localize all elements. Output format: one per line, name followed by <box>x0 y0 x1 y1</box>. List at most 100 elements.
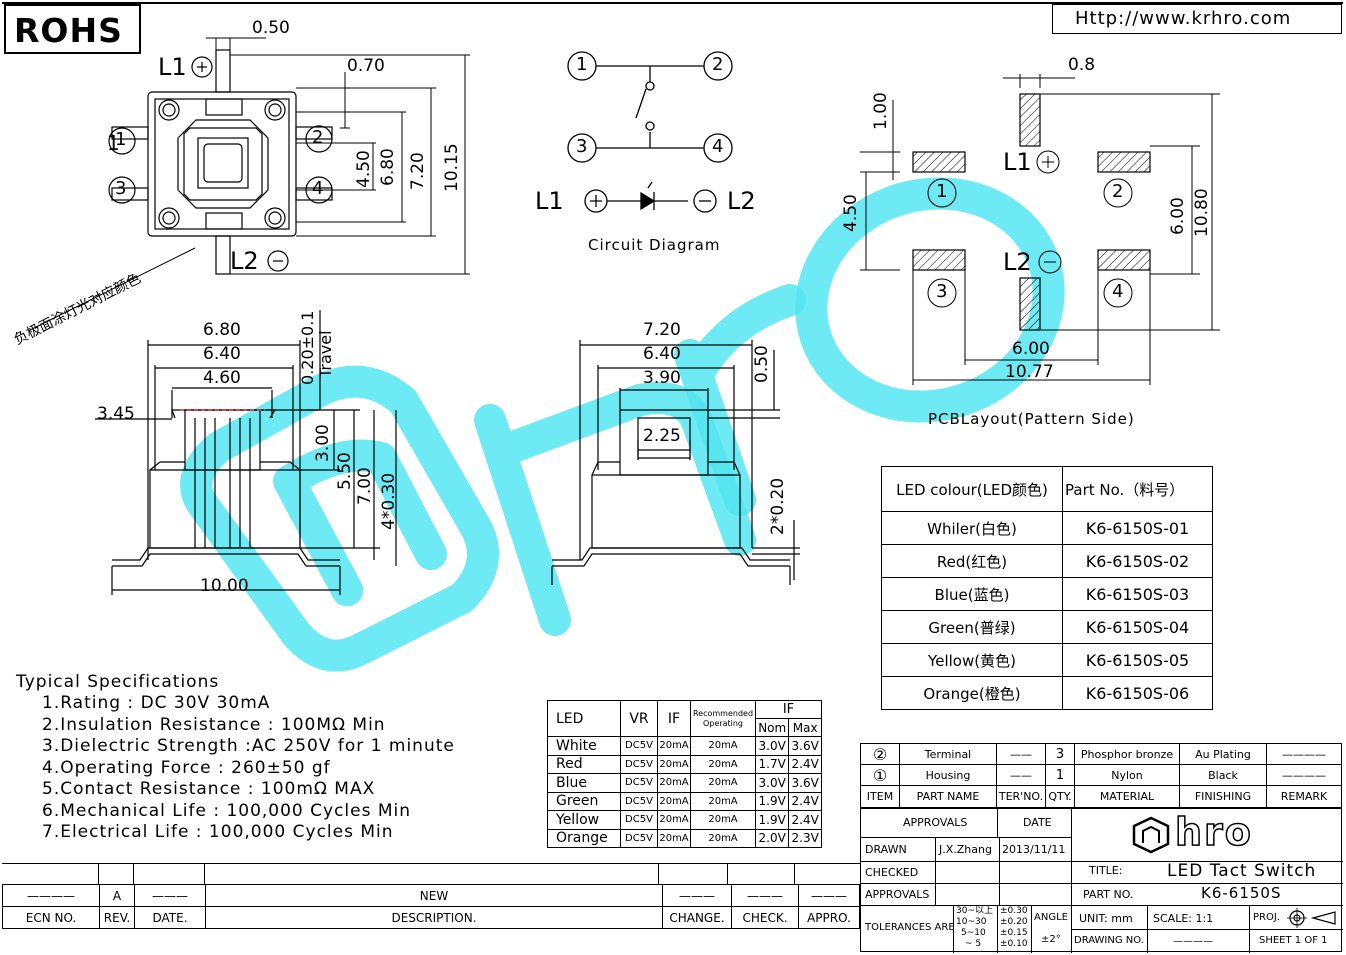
led-h-led: LED <box>547 700 621 737</box>
bom-part-name: Terminal <box>899 743 997 765</box>
typical-specifications: Typical Specifications 1.Rating : DC 30V… <box>16 672 455 844</box>
top-pin1: 1 <box>115 129 127 150</box>
drawn-by: J.X.Zhang <box>939 843 992 856</box>
top-l1-label: L1 <box>158 53 187 81</box>
spec-item: 5.Contact Resistance : 100mΩ MAX <box>42 779 376 799</box>
led-row-colour: Orange <box>547 828 621 848</box>
led-row-if: 20mA <box>657 810 691 830</box>
bom-qty: 1 <box>1045 764 1075 786</box>
scale-label: SCALE: 1:1 <box>1153 912 1214 925</box>
rev-h-change: CHANGE. <box>662 906 732 929</box>
led-row-nom: 2.0V <box>754 828 790 848</box>
tol-range: 30~以上 <box>956 906 993 916</box>
top-pin3: 3 <box>115 178 127 199</box>
tolerances-label: TOLERANCES ARE <box>865 922 955 933</box>
circuit-l2: L2 <box>727 187 756 215</box>
rev-h-check: CHECK. <box>731 906 799 929</box>
side-dim-680: 6.80 <box>203 320 241 340</box>
led-row-colour: Blue <box>547 773 621 793</box>
rev-h-ecn: ECN NO. <box>2 906 100 929</box>
pcb-dim-450: 4.50 <box>841 194 861 232</box>
part-row-number: K6-6150S-01 <box>1062 511 1213 545</box>
bom-table: ② Terminal —— 3 Phosphor bronze Au Plati… <box>860 743 1342 808</box>
led-row-max: 3.6V <box>788 773 822 793</box>
spec-item: 2.Insulation Resistance : 100MΩ Min <box>42 714 386 735</box>
led-row-nom: 3.0V <box>754 736 790 756</box>
website-box: Http://www.krhro.com <box>1052 4 1342 34</box>
rev-date: ——— <box>134 884 206 907</box>
led-row-vr: DC5V <box>620 754 658 774</box>
checked-row: CHECKED <box>861 861 1071 884</box>
pcb-pin1: 1 <box>936 181 948 202</box>
pcb-dim-1080: 10.80 <box>1192 188 1212 237</box>
top-dim-050: 0.50 <box>252 18 290 38</box>
projection-symbol-icon <box>1287 908 1336 928</box>
led-row-max: 2.4V <box>788 754 822 774</box>
spec-item: 3.Dielectric Strength :AC 250V for 1 min… <box>42 736 455 756</box>
rev-check: ——— <box>731 884 799 907</box>
led-row-colour: White <box>547 736 621 756</box>
date-label: DATE <box>1023 816 1052 829</box>
part-row-colour: Red(红色) <box>881 544 1063 578</box>
rohs-label: ROHS <box>14 11 123 50</box>
led-row-nom: 1.9V <box>754 791 790 811</box>
tol-range: ~ 5 <box>965 939 982 949</box>
part-table-header-part: Part No.（料号） <box>1062 466 1213 512</box>
led-row-rec: 20mA <box>690 736 756 756</box>
led-row-max: 2.3V <box>788 828 822 848</box>
front-dim-225: 2.25 <box>643 426 681 446</box>
website-url[interactable]: Http://www.krhro.com <box>1075 8 1292 29</box>
led-row-vr: DC5V <box>620 810 658 830</box>
led-row-vr: DC5V <box>620 736 658 756</box>
tol-value: ±0.30 <box>1000 906 1028 916</box>
tol-range: 10~30 <box>956 917 987 927</box>
part-row-colour: Whiler(白色) <box>881 511 1063 545</box>
rev-ecn: ———— <box>2 884 100 907</box>
led-h-rec1: Recommended <box>692 708 754 718</box>
part-row-colour: Green(普绿) <box>881 610 1063 644</box>
watermark-logo <box>180 177 1065 672</box>
revision-col-lines <box>0 863 860 884</box>
spec-item: 1.Rating : DC 30V 30mA <box>42 693 271 713</box>
led-row-nom: 1.7V <box>754 754 790 774</box>
led-row-if: 20mA <box>657 754 691 774</box>
company-logo: hro <box>1131 812 1291 855</box>
top-pin4: 4 <box>312 178 324 199</box>
part-no-value: K6-6150S <box>1201 884 1282 902</box>
pcb-l1: L1 <box>1003 148 1032 176</box>
bom-item: ① <box>860 764 900 786</box>
led-row-colour: Red <box>547 754 621 774</box>
top-l2-label: L2 <box>230 247 259 275</box>
tol-range: 5~10 <box>961 928 986 938</box>
led-h-recommended: Recommended Operating <box>690 700 756 737</box>
part-row-number: K6-6150S-03 <box>1062 577 1213 611</box>
pcb-l2: L2 <box>1003 248 1032 276</box>
pcb-dim-600v: 6.00 <box>1168 197 1188 235</box>
spec-item: 6.Mechanical Life : 100,000 Cycles Min <box>42 800 412 821</box>
bom-material: Nylon <box>1074 764 1180 786</box>
side-dim-460: 4.60 <box>203 368 241 388</box>
bom-finishing: Au Plating <box>1179 743 1267 765</box>
spec-item: 7.Electrical Life : 100,000 Cycles Min <box>42 822 394 842</box>
part-row-colour: Orange(橙色) <box>881 676 1063 710</box>
led-row-if: 20mA <box>657 736 691 756</box>
tol-value: ±0.20 <box>1000 917 1028 927</box>
circuit-pin1: 1 <box>576 54 588 75</box>
drawing-title: LED Tact Switch <box>1167 861 1317 881</box>
pcb-dim-600h: 6.00 <box>1012 339 1050 359</box>
led-row-max: 3.6V <box>788 736 822 756</box>
led-h-if: IF <box>657 700 691 737</box>
side-dim-640: 6.40 <box>203 344 241 364</box>
led-row-vr: DC5V <box>620 791 658 811</box>
proj-label: PROJ. <box>1253 912 1280 923</box>
led-row-colour: Green <box>547 791 621 811</box>
led-row-vr: DC5V <box>620 828 658 848</box>
led-row-rec: 20mA <box>690 828 756 848</box>
front-dim-050: 0.50 <box>752 345 772 383</box>
title-block: APPROVALS DATE DRAWN J.X.Zhang 2013/11/1… <box>860 808 1343 953</box>
circuit-l1: L1 <box>535 187 564 215</box>
bom-ter-no: —— <box>996 743 1046 765</box>
bom-remark: ———— <box>1266 764 1342 786</box>
part-table-header-colour: LED colour(LED颜色) <box>881 466 1063 512</box>
